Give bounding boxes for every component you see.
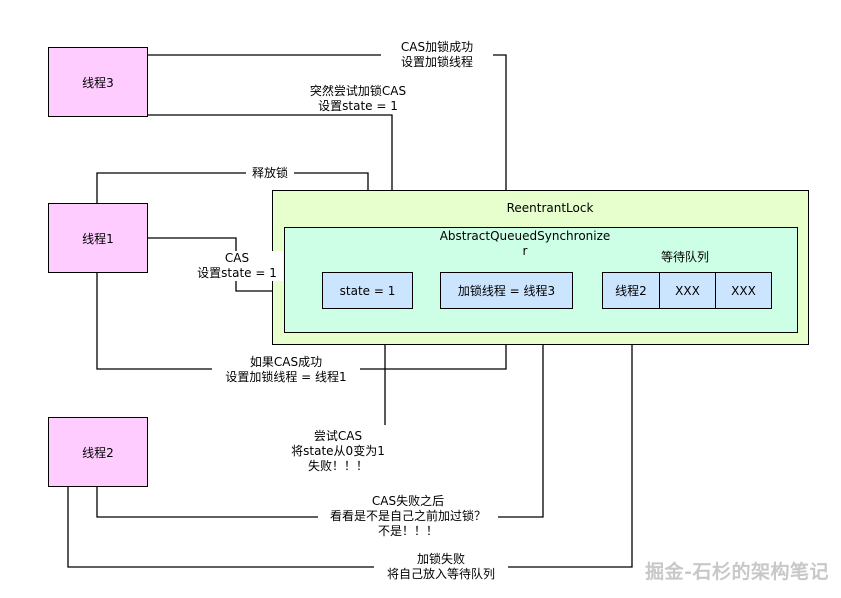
queue-cell-1-label: 线程2 xyxy=(615,284,647,298)
label-t2-try-cas: 尝试CAS 将state从0变为1 失败！！！ xyxy=(281,429,395,474)
queue-cell-3-label: XXX xyxy=(731,283,756,298)
thread3-label: 线程3 xyxy=(82,75,114,90)
owner-thread-field: 加锁线程 = 线程3 xyxy=(440,272,573,309)
state-field: state = 1 xyxy=(322,272,413,309)
thread2-box: 线程2 xyxy=(48,417,148,487)
thread1-label: 线程1 xyxy=(82,231,114,246)
label-t2-enqueue: 加锁失败 将自己放入等待队列 xyxy=(374,552,508,582)
owner-thread-value: 加锁线程 = 线程3 xyxy=(457,284,556,298)
label-t3-try-cas: 突然尝试加锁CAS 设置state = 1 xyxy=(297,84,419,114)
aqs-title: AbstractQueuedSynchronize r xyxy=(439,229,611,258)
edge-t2-enqueue xyxy=(67,308,636,568)
thread3-box: 线程3 xyxy=(48,47,148,117)
reentrant-lock-title: ReentrantLock xyxy=(506,201,594,215)
watermark: 掘金-石杉的架构笔记 xyxy=(645,561,829,583)
wait-queue-title: 等待队列 xyxy=(660,250,709,264)
queue-cell-1: 线程2 xyxy=(602,272,660,309)
label-t1-if-success: 如果CAS成功 设置加锁线程 = 线程1 xyxy=(212,355,360,385)
thread1-box: 线程1 xyxy=(48,203,148,273)
state-value: state = 1 xyxy=(339,283,396,298)
queue-cell-2-label: XXX xyxy=(675,283,700,298)
queue-cell-2: XXX xyxy=(659,272,716,309)
queue-cell-3: XXX xyxy=(715,272,772,309)
thread2-label: 线程2 xyxy=(82,445,114,460)
label-t1-release: 释放锁 xyxy=(246,166,294,181)
label-t1-cas: CAS 设置state = 1 xyxy=(191,251,283,281)
label-t3-cas-success: CAS加锁成功 设置加锁线程 xyxy=(381,40,493,70)
label-t2-check-owner: CAS失败之后 看看是不是自己之前加过锁？ 不是！！！ xyxy=(318,494,498,539)
